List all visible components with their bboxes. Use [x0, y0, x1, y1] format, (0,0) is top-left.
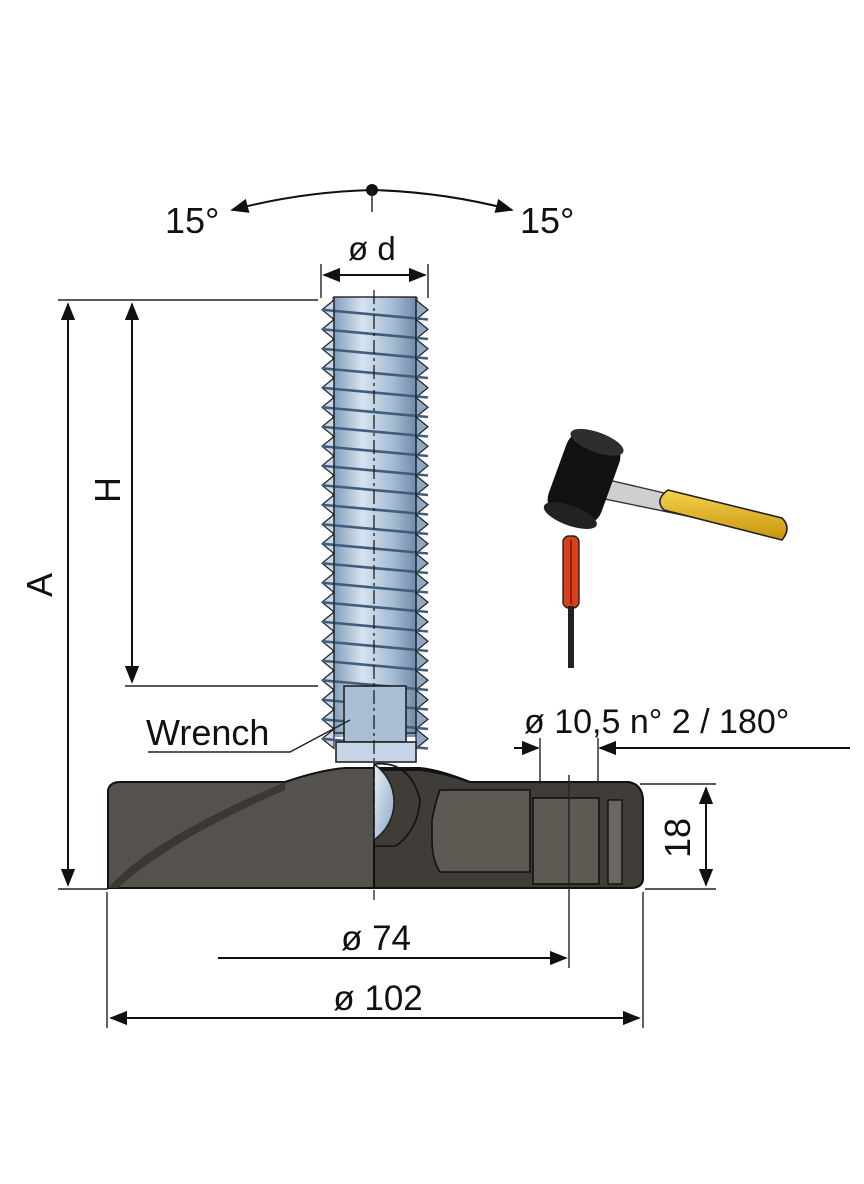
thread-tooth [415, 708, 429, 731]
wrench-leader [148, 719, 351, 753]
thread-height-dimension [124, 302, 318, 687]
tilt-arc [230, 184, 514, 213]
holes-label: ø 10,5 n° 2 / 180° [524, 703, 789, 741]
tilt-right-label: 15° [520, 200, 574, 241]
thread-crest [321, 308, 429, 321]
thread-tooth [415, 415, 429, 438]
thread-crest [321, 327, 429, 341]
thread-crest [321, 561, 429, 575]
thread-tooth [415, 727, 429, 750]
thread-tooth [415, 669, 429, 692]
hole-circle-label: ø 74 [341, 919, 411, 958]
wrench-flats [343, 685, 407, 743]
overall-height-label: A [19, 573, 60, 597]
thread-tooth [415, 688, 429, 711]
screwdriver-icon [562, 535, 580, 668]
thread-tooth [415, 513, 429, 536]
holes-dimension [514, 738, 850, 968]
thread-tooth [415, 376, 429, 399]
thread-diameter-dimension [320, 264, 429, 298]
base-height-dimension [640, 783, 716, 890]
wrench-label: Wrench [146, 712, 269, 753]
thread-tooth [415, 318, 429, 341]
thread-tooth [415, 610, 429, 633]
thread-crest [321, 620, 429, 633]
tilt-left-label: 15° [165, 200, 219, 241]
thread-crest [321, 522, 429, 536]
base-height-label: 18 [657, 818, 698, 858]
thread-crest [321, 483, 429, 497]
thread-crest [321, 542, 429, 555]
thread-crest [321, 639, 429, 653]
thread-height-label: H [87, 477, 128, 503]
thread-crest [321, 581, 429, 594]
thread-tooth [415, 474, 429, 497]
thread-crest [321, 386, 429, 399]
thread-tooth [415, 357, 429, 380]
thread-tooth [415, 396, 429, 419]
thread-tooth [415, 493, 429, 516]
thread-crest [321, 444, 429, 458]
thread-tooth [415, 552, 429, 575]
threaded-stud [321, 296, 429, 763]
base-diameter-label: ø 102 [333, 979, 423, 1018]
thread-crest [321, 678, 429, 692]
thread-tooth [415, 630, 429, 653]
hammer-icon [543, 428, 788, 541]
thread-crest [321, 600, 429, 614]
thread-tooth [415, 532, 429, 555]
thread-crest [321, 464, 429, 477]
thread-crest [321, 405, 429, 419]
base-diameter-dimension [106, 892, 644, 1028]
thread-crest [321, 503, 429, 516]
thread-tooth [415, 435, 429, 458]
thread-crest [321, 425, 429, 438]
thread-tooth [415, 571, 429, 594]
thread-crest [321, 347, 429, 360]
thread-tooth [415, 454, 429, 477]
thread-crest [321, 659, 429, 672]
thread-tooth [415, 337, 429, 360]
overall-height-dimension [58, 299, 318, 890]
thread-crest [321, 366, 429, 380]
thread-tooth [415, 649, 429, 672]
thread-tooth [415, 591, 429, 614]
base-body [107, 762, 644, 889]
thread-diameter-label: ø d [348, 230, 396, 267]
thread-tooth [415, 298, 429, 321]
